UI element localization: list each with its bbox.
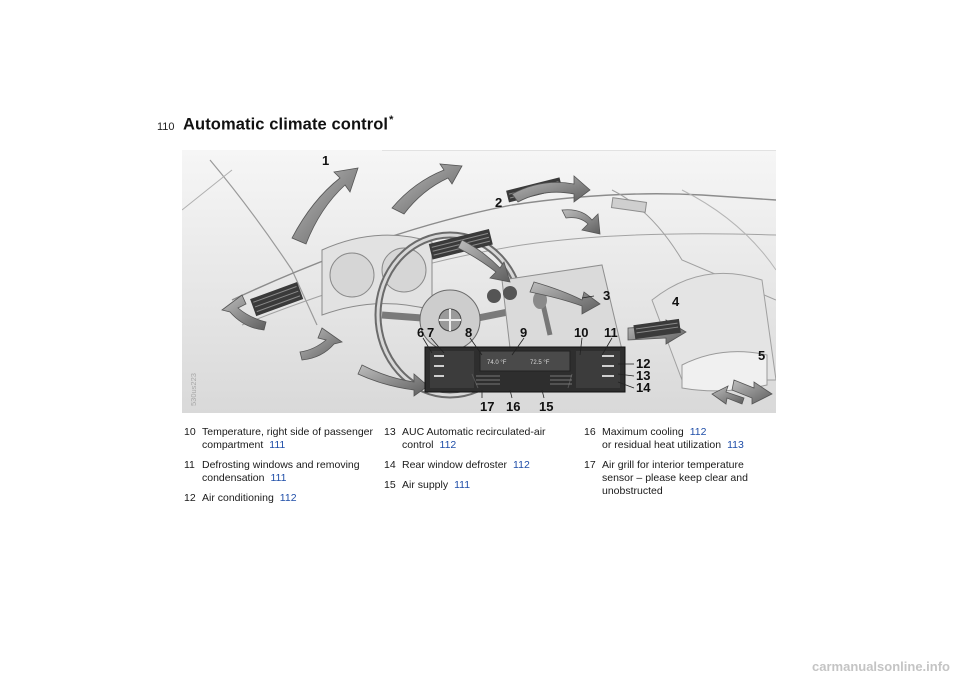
legend-number: 17 <box>584 459 596 471</box>
callout-1: 1 <box>322 153 329 168</box>
legend-text: AUC Automatic recirculated-air control <box>402 426 546 451</box>
legend-text-continued: or residual heat utilization <box>602 439 722 451</box>
legend-number: 11 <box>184 459 195 471</box>
page-reference-link[interactable]: 112 <box>439 439 457 451</box>
callout-10: 10 <box>574 325 588 340</box>
callout-6: 6 <box>417 325 424 340</box>
page-reference-link[interactable]: 112 <box>279 492 297 504</box>
callout-13: 13 <box>636 368 650 383</box>
callout-5: 5 <box>758 348 765 363</box>
callout-15: 15 <box>539 399 553 413</box>
callout-12: 12 <box>636 356 650 371</box>
legend-item: 17 Air grill for interior temperature se… <box>584 459 774 498</box>
legend-item: 16 Maximum cooling 112 or residual heat u… <box>584 426 774 452</box>
legend-item: 10 Temperature, right side of passenger … <box>184 426 374 452</box>
legend-number: 16 <box>584 426 596 438</box>
callout-14: 14 <box>636 380 651 395</box>
callout-2: 2 <box>495 195 502 210</box>
page-title: Automatic climate control* <box>183 114 394 135</box>
legend-text: Air supply <box>402 479 449 491</box>
left-side-vent <box>250 282 304 317</box>
page-reference-link[interactable]: 112 <box>513 459 530 471</box>
title-asterisk: * <box>389 114 394 126</box>
title-text: Automatic climate control <box>183 115 389 134</box>
legend-item: 15 Air supply 111 <box>384 479 574 492</box>
callout-17: 17 <box>480 399 494 413</box>
legend-text: Air grill for interior temperature senso… <box>602 459 748 497</box>
legend-item: 12 Air conditioning 112 <box>184 492 374 505</box>
page-reference-link[interactable]: 113 <box>727 439 744 451</box>
legend-number: 13 <box>384 426 396 438</box>
watermark: carmanualsonline.info <box>812 659 950 674</box>
legend-item: 14 Rear window defroster 112 <box>384 459 574 472</box>
legend-column-2: 13 AUC Automatic recirculated-air contro… <box>384 426 574 499</box>
page-reference-link[interactable]: 112 <box>689 426 707 438</box>
display-left-temp: 74.0 °F <box>487 360 507 366</box>
legend-column-1: 10 Temperature, right side of passenger … <box>184 426 374 512</box>
display-right-temp: 72.5 °F <box>530 360 550 366</box>
legend-text: Rear window defroster <box>402 459 508 471</box>
legend-text: Air conditioning <box>202 492 274 504</box>
callout-4: 4 <box>672 294 680 309</box>
legend-item: 13 AUC Automatic recirculated-air contro… <box>384 426 574 452</box>
legend-number: 15 <box>384 479 396 491</box>
dashboard-illustration: 74.0 °F 72.5 °F 1 2 3 4 5 6 7 8 9 10 11 … <box>182 150 776 413</box>
legend-number: 10 <box>184 426 196 438</box>
dashboard-drawing: 74.0 °F 72.5 °F 1 2 3 4 5 6 7 8 9 10 11 … <box>182 150 776 413</box>
legend-text: Defrosting windows and removing condensa… <box>202 459 360 484</box>
page-reference-link[interactable]: 111 <box>269 439 286 451</box>
legend-item: 11 Defrosting windows and removing conde… <box>184 459 374 485</box>
page-reference-link[interactable]: 111 <box>454 479 471 491</box>
page-reference-link[interactable]: 111 <box>270 472 287 484</box>
callout-16: 16 <box>506 399 520 413</box>
image-code: 530us223 <box>189 373 198 406</box>
callout-8: 8 <box>465 325 472 340</box>
legend-number: 14 <box>384 459 396 471</box>
legend-number: 12 <box>184 492 196 504</box>
callout-9: 9 <box>520 325 527 340</box>
climate-control-panel: 74.0 °F 72.5 °F <box>424 346 626 393</box>
legend-column-3: 16 Maximum cooling 112 or residual heat u… <box>584 426 774 505</box>
legend-text: Temperature, right side of passenger com… <box>202 426 374 451</box>
callout-11: 11 <box>604 325 618 340</box>
legend-text: Maximum cooling <box>602 426 684 438</box>
page-number: 110 <box>157 121 175 133</box>
callout-7: 7 <box>427 325 434 340</box>
callout-leader-lines <box>422 295 635 399</box>
callout-3: 3 <box>603 288 610 303</box>
dashboard-contour <box>231 193 776 301</box>
